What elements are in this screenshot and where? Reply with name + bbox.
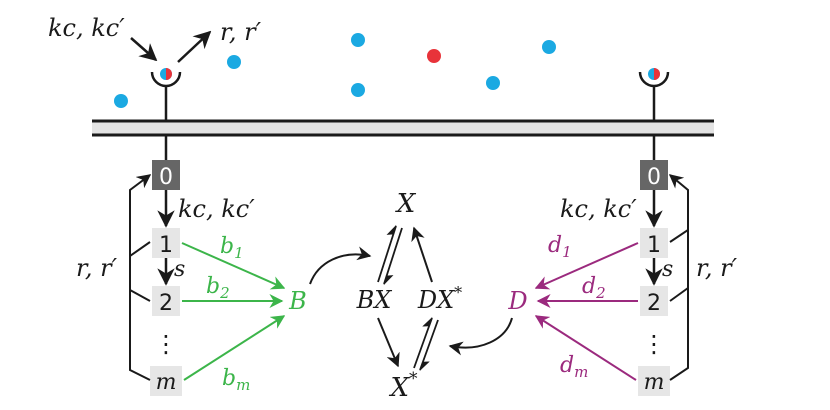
left-state-ellipsis: ⋮: [154, 330, 178, 358]
rate-d2: d2: [582, 274, 606, 302]
right-rate-arrows: d1 d2 dm: [534, 233, 639, 381]
left-r-label: r, r′: [76, 254, 118, 282]
right-state-1-box: [640, 228, 668, 258]
left-state-2: 2: [159, 291, 173, 316]
rate-bm: bm: [222, 366, 250, 394]
left-state-1: 1: [159, 233, 173, 258]
membrane: [92, 119, 714, 137]
right-state-2: 2: [647, 291, 661, 316]
blue-ligand: [351, 83, 365, 97]
right-receptor: [638, 68, 670, 121]
left-state-0-box: [152, 160, 180, 190]
left-kc-label: kc, kc′: [178, 195, 255, 223]
node-B: B: [288, 287, 307, 315]
blue-ligand: [542, 40, 556, 54]
left-s-label: s: [174, 257, 185, 282]
rate-dm: dm: [560, 353, 588, 381]
node-DXs: DX*: [417, 283, 462, 314]
node-X: X: [395, 189, 417, 219]
ligand-particles: [114, 33, 556, 108]
left-state-m: m: [156, 370, 177, 395]
right-state-m-box: [638, 366, 670, 396]
red-ligand: [427, 49, 441, 63]
blue-ligand: [114, 94, 128, 108]
right-kc-label: kc, kc′: [560, 195, 637, 223]
release-arrow: [177, 30, 212, 63]
binding-rate-label: kc, kc′: [48, 14, 125, 42]
blue-ligand: [486, 76, 500, 90]
left-rate-arrows: b1 b2 bm: [181, 234, 286, 394]
binding-arrow: [130, 37, 158, 62]
right-state-2-box: [640, 286, 668, 316]
left-state-chain: 0 kc, kc′ 1 s 2 ⋮ m r, r′: [76, 160, 255, 396]
left-state-1-box: [152, 228, 180, 258]
blue-ligand: [351, 33, 365, 47]
rate-b1: b1: [220, 234, 244, 262]
rate-d1: d1: [548, 233, 572, 261]
right-state-m: m: [644, 370, 665, 395]
right-state-1: 1: [647, 233, 661, 258]
blue-ligand: [227, 55, 241, 69]
node-Xs: X*: [388, 369, 418, 403]
left-state-m-box: [150, 366, 182, 396]
node-BX: BX: [356, 286, 393, 314]
rate-b2: b2: [206, 274, 230, 302]
right-r-label: r, r′: [696, 254, 738, 282]
left-receptor: [150, 68, 182, 121]
right-s-label: s: [662, 257, 673, 282]
release-rate-label: r, r′: [220, 18, 262, 46]
right-state-chain: 0 kc, kc′ 1 s 2 ⋮ m r, r′: [560, 160, 738, 396]
left-state-0: 0: [159, 165, 173, 190]
reaction-network: X BX DX* X*: [356, 189, 463, 403]
right-state-0: 0: [647, 165, 661, 190]
right-state-0-box: [640, 160, 668, 190]
right-state-ellipsis: ⋮: [642, 330, 666, 358]
node-D: D: [507, 287, 527, 315]
left-state-2-box: [152, 286, 180, 316]
